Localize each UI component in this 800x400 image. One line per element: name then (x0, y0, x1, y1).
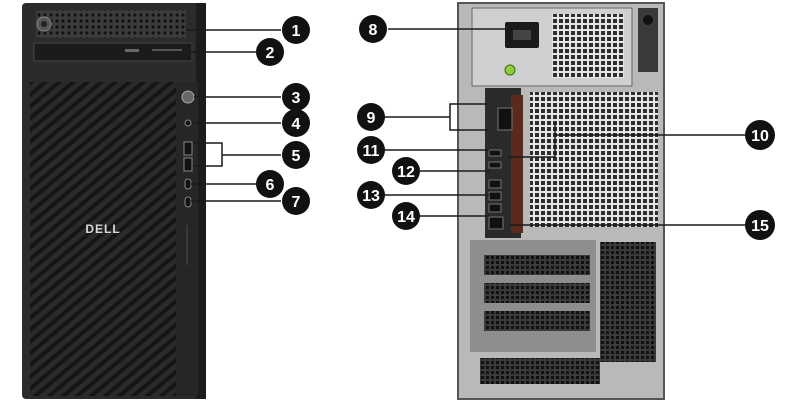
callout-10: 10 (745, 120, 775, 150)
leader-lines (186, 28, 745, 226)
svg-text:11: 11 (363, 143, 380, 160)
svg-text:4: 4 (292, 116, 301, 133)
optical-drive-eject-button[interactable] (125, 49, 139, 52)
leader-10 (508, 122, 556, 158)
svg-text:12: 12 (397, 164, 415, 181)
callout-4: 4 (282, 109, 310, 137)
callouts: 1 2 3 4 5 6 7 8 9 10 11 12 13 14 15 (256, 15, 775, 240)
rear-usb-3-icon[interactable] (488, 203, 502, 213)
rear-view (457, 2, 665, 400)
svg-text:13: 13 (362, 188, 380, 205)
callout-11: 11 (357, 136, 385, 164)
svg-text:7: 7 (292, 194, 301, 211)
dell-logo: DELL (85, 222, 120, 236)
callout-6: 6 (256, 170, 284, 198)
rear-chassis-frame (457, 2, 665, 400)
network-port-icon[interactable] (488, 216, 504, 230)
callout-9: 9 (357, 103, 385, 131)
padlock-ring[interactable] (638, 8, 658, 72)
usb-c-port-1-icon[interactable] (184, 178, 192, 190)
svg-text:14: 14 (397, 209, 415, 226)
front-grille (30, 82, 176, 396)
callout-12: 12 (392, 157, 420, 185)
usb-a-port-1-icon[interactable] (183, 141, 193, 156)
callout-14: 14 (392, 202, 420, 230)
callout-5: 5 (282, 141, 310, 169)
svg-text:5: 5 (292, 148, 301, 165)
front-power-button-icon[interactable] (181, 90, 195, 104)
callout-1: 1 (282, 16, 310, 44)
front-view: DELL (22, 3, 206, 399)
expansion-slot-3 (484, 311, 590, 331)
svg-text:15: 15 (751, 218, 769, 235)
expansion-slot-2 (484, 283, 590, 303)
rear-fan-vent (530, 92, 658, 227)
callout-3: 3 (282, 83, 310, 111)
svg-text:10: 10 (751, 128, 769, 145)
svg-text:8: 8 (369, 22, 378, 39)
serial-port-icon[interactable] (497, 107, 513, 131)
bottom-vent (480, 358, 600, 384)
psu-test-led-icon (504, 64, 516, 76)
svg-text:9: 9 (367, 110, 376, 127)
svg-text:2: 2 (266, 45, 275, 62)
front-top-vent (36, 10, 186, 38)
usb-a-port-2-icon[interactable] (183, 157, 193, 172)
expansion-slot-1 (484, 255, 590, 275)
callout-15: 15 (745, 210, 775, 240)
svg-text:1: 1 (292, 23, 301, 40)
callout-7: 7 (282, 187, 310, 215)
callout-13: 13 (357, 181, 385, 209)
displayport-2-icon[interactable] (488, 161, 502, 169)
svg-text:3: 3 (292, 90, 301, 107)
usb-c-port-2-icon[interactable] (184, 196, 192, 208)
svg-text:6: 6 (266, 177, 275, 194)
optical-drive-bay (33, 42, 193, 62)
headset-jack-icon[interactable] (184, 119, 192, 127)
displayport-1-icon[interactable] (488, 149, 502, 157)
rear-usb-2-icon[interactable] (488, 191, 502, 201)
rear-usb-1-icon[interactable] (488, 179, 502, 189)
side-vent (600, 242, 656, 362)
psu-fan-vent (552, 14, 624, 78)
callout-8: 8 (359, 15, 387, 43)
callout-2: 2 (256, 38, 284, 66)
